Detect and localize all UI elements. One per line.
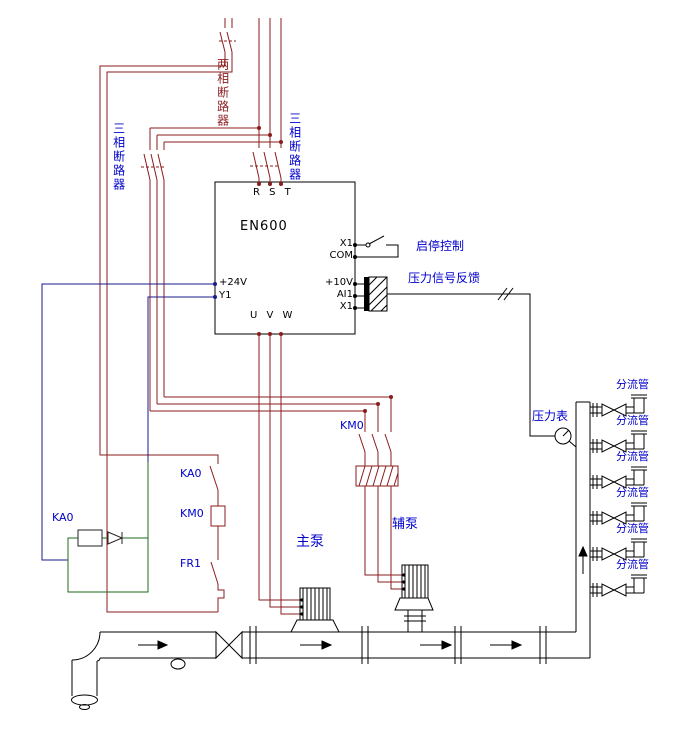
aux-pump-symbol xyxy=(394,564,434,632)
control-terminal-dots xyxy=(213,282,217,299)
ka0-coil-symbol xyxy=(77,529,124,547)
branch-pipe xyxy=(590,502,647,525)
riser-pipe xyxy=(575,401,591,658)
ka0-contact-label: KA0 xyxy=(180,467,202,480)
pressure-gauge-label: 压力表 xyxy=(532,409,569,423)
connector-plug-symbol xyxy=(368,276,388,312)
power-circuit-wires xyxy=(99,18,402,615)
pipework xyxy=(71,401,591,710)
flyback-diode-symbol xyxy=(107,531,124,545)
branch-pipe-label: 分流管 xyxy=(616,378,649,391)
ka0-coil-label: KA0 xyxy=(52,511,74,524)
main-pump-symbol xyxy=(290,587,340,633)
breaker-two-phase-label: 两相断路器 xyxy=(215,58,230,128)
terminal-dots xyxy=(300,243,406,616)
inverter-model-label: EN600 xyxy=(240,219,288,234)
branch-pipe xyxy=(590,430,647,453)
branch-pipe xyxy=(590,394,647,417)
terminal-rst-label: R S T xyxy=(253,187,294,198)
terminal-24v-label: +24V xyxy=(219,277,247,288)
km0-main-contact-label: KM0 xyxy=(340,419,364,432)
terminal-ai1-label: AI1 xyxy=(336,289,353,300)
cable-slash-marks xyxy=(497,287,514,301)
terminal-x1-label: X1 xyxy=(339,238,353,249)
pipe-flanges xyxy=(249,626,547,664)
branch-pipe xyxy=(590,574,647,597)
inverter-box xyxy=(214,181,356,335)
terminal-uvw-label: U V W xyxy=(250,310,296,321)
branch-pipe-label: 分流管 xyxy=(616,558,649,571)
branch-pipe-label: 分流管 xyxy=(616,414,649,427)
junction-dots xyxy=(257,126,393,413)
breaker-three-phase-left-label: 三相断路器 xyxy=(111,122,126,192)
km0-coil-symbol xyxy=(210,505,226,527)
main-pump-label: 主泵 xyxy=(296,534,324,550)
branch-pipe-label: 分流管 xyxy=(616,450,649,463)
branch-pipe-label: 分流管 xyxy=(616,486,649,499)
terminal-x1b-label: X1 xyxy=(339,301,353,312)
aux-pump-label: 辅泵 xyxy=(392,517,419,532)
start-stop-control-label: 启停控制 xyxy=(416,239,465,253)
drain-symbol xyxy=(170,658,186,670)
branch-pipe-label: 分流管 xyxy=(616,522,649,535)
connector-bar xyxy=(364,277,369,311)
relay-loop-wires xyxy=(67,462,149,593)
fr1-relay-label: FR1 xyxy=(180,557,201,570)
terminal-10v-label: +10V xyxy=(325,277,353,288)
io-wiring xyxy=(355,235,555,437)
terminal-com-label: COM xyxy=(329,250,353,261)
overload-relay-symbol xyxy=(355,465,399,487)
flow-arrows xyxy=(138,545,588,650)
breaker-three-phase-right-label: 三相断路器 xyxy=(287,112,302,182)
switch-hinge xyxy=(365,242,371,248)
km0-coil-label: KM0 xyxy=(180,507,204,520)
branch-pipe xyxy=(590,466,647,489)
branch-pipes xyxy=(590,394,647,597)
pressure-feedback-label: 压力信号反馈 xyxy=(408,271,481,285)
branch-pipe xyxy=(590,538,647,561)
terminal-y1-label: Y1 xyxy=(219,290,232,301)
control-wires xyxy=(41,283,215,561)
pressure-gauge-symbol xyxy=(554,427,577,448)
